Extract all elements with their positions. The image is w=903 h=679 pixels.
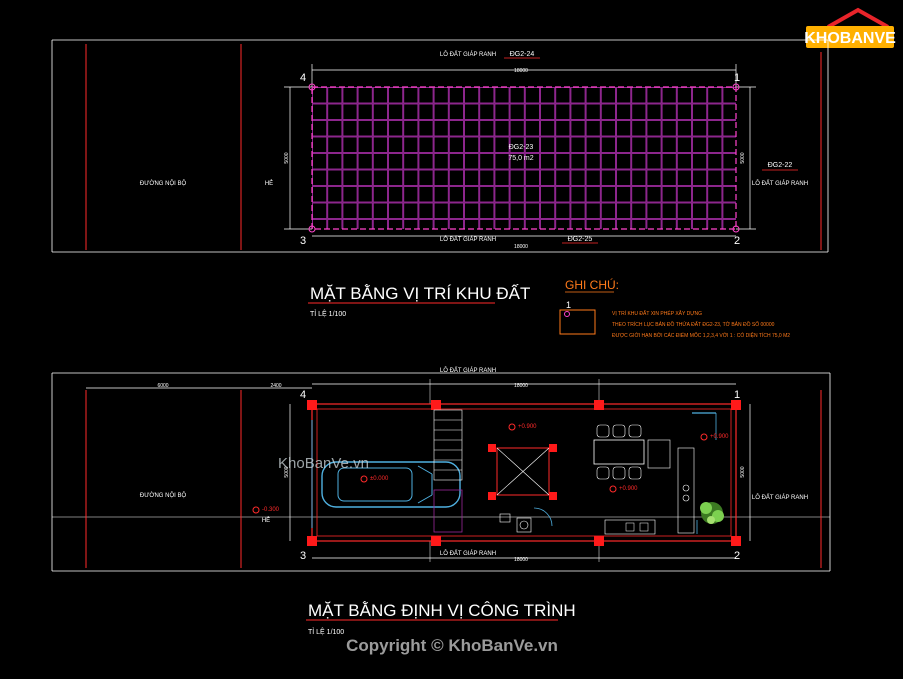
site-area: 75,0 m2 [508,155,533,162]
bp-dim-right: 5000 [740,466,746,477]
site-corner-1: 1 [734,72,740,84]
site-plan-title: MẶT BẰNG VỊ TRÍ KHU ĐẤT [310,284,530,303]
level-dining: +0.900 [619,486,638,492]
bp-bottom-label: LÔ ĐẤT GIÁP RANH [440,550,496,557]
site-dim-bottom: 18000 [514,244,528,250]
bp-setback: HẺ [262,517,270,524]
note-line-1: VỊ TRÍ KHU ĐẤT XIN PHÉP XÂY DỰNG [612,310,702,317]
column [731,400,741,410]
level-stair: +0.900 [518,424,537,430]
level-road: -0.300 [262,507,280,513]
column [307,536,317,546]
column [431,400,441,410]
bp-right-label: LÔ ĐẤT GIÁP RANH [752,494,808,501]
site-corner-3: 3 [300,235,306,247]
bp-corner-3: 3 [300,550,306,562]
site-lot-id: ĐG2-23 [509,144,534,151]
tree-icon [700,502,724,524]
site-right-lot-id: ĐG2-22 [768,162,793,169]
building-plan-title: MẶT BẰNG ĐỊNH VỊ CÔNG TRÌNH [308,601,576,620]
site-corner-2: 2 [734,235,740,247]
lot-boundary [311,86,737,230]
bp-dim-bottom: 18000 [514,557,528,563]
column [594,536,604,546]
stairwell-void [488,444,557,500]
watermark: KhoBanVe.vn [278,455,369,472]
note-block: GHI CHÚ: 1 VỊ TRÍ KHU ĐẤT XIN PHÉP XÂY D… [559,277,790,339]
building-plan: -0.300 ±0.000 +0.900 +0.900 +0.900 LÔ ĐẤ… [51,367,831,636]
site-dim-top: 18000 [514,68,528,74]
site-plan: LÔ ĐẤT GIÁP RANH ĐG2-24 18000 ĐG2-23 75,… [51,39,829,318]
level-kitchen: +0.900 [710,434,729,440]
site-plan-scale: TỈ LỆ 1/100 [310,309,346,318]
copyright-text: Copyright © KhoBanVe.vn [346,636,558,655]
column [307,400,317,410]
bp-dim-setback: 2400 [270,383,281,389]
note-line-3: ĐƯỢC GIỚI HẠN BỞI CÁC ĐIỂM MỐC 1,2,3,4 V… [612,331,790,339]
site-bottom-label: LÔ ĐẤT GIÁP RANH [440,236,496,243]
note-line-2: THEO TRÍCH LỤC BẢN ĐỒ THỬA ĐẤT ĐG2-23, T… [612,321,775,328]
site-dim-right: 5000 [740,152,746,163]
site-top-lot-id: ĐG2-24 [510,51,535,58]
stair-icon [433,409,463,533]
note-heading: GHI CHÚ: [565,277,619,292]
svg-text:KHOBANVE: KHOBANVE [804,30,896,47]
bp-left-road: ĐƯỜNG NỘI BỘ [140,492,187,499]
building-plan-scale: TỈ LỆ 1/100 [308,627,344,636]
bp-corner-4: 4 [300,389,306,401]
site-setback: HẺ [265,180,273,187]
bp-dim-left: 5000 [284,466,290,477]
column [431,536,441,546]
site-corner-4: 4 [300,72,306,84]
column [731,536,741,546]
car-icon [321,461,461,508]
bp-dim-top: 18000 [514,383,528,389]
bp-top-label: LÔ ĐẤT GIÁP RANH [440,367,496,374]
bp-dim-road: 6000 [157,383,168,389]
column [594,400,604,410]
khobanve-logo: KHOBANVE [804,7,896,48]
kitchen-counter-icon [604,412,717,535]
toilet-icon [499,507,553,533]
dining-table-icon [593,424,671,480]
site-bottom-lot-id: ĐG2-25 [568,236,593,243]
site-top-label: LÔ ĐẤT GIÁP RANH [440,51,496,58]
site-left-road: ĐƯỜNG NỘI BỘ [140,180,187,187]
site-right-label: LÔ ĐẤT GIÁP RANH [752,180,808,187]
site-dim-left: 5000 [284,152,290,163]
note-symbol-number: 1 [566,300,571,310]
bp-corner-2: 2 [734,550,740,562]
level-garage: ±0.000 [370,476,389,482]
bp-corner-1: 1 [734,389,740,401]
